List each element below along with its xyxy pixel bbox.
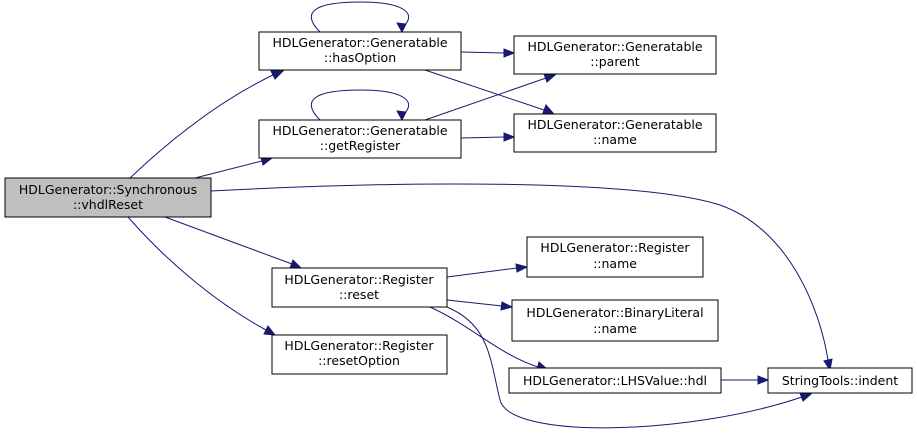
node-register-resetoption[interactable]: HDLGenerator::Register ::resetOption bbox=[271, 334, 448, 375]
node-label-line2: ::name bbox=[593, 132, 637, 147]
node-generatable-name[interactable]: HDLGenerator::Generatable ::name bbox=[513, 113, 717, 153]
node-register-reset[interactable]: HDLGenerator::Register ::reset bbox=[271, 267, 448, 308]
node-generatable-getregister[interactable]: HDLGenerator::Generatable ::getRegister bbox=[258, 119, 462, 159]
node-label-line1: HDLGenerator::Register bbox=[284, 338, 434, 353]
node-label-line1: HDLGenerator::Generatable bbox=[527, 117, 702, 132]
edge-hdl-indent bbox=[721, 375, 770, 385]
node-label-line1: HDLGenerator::BinaryLiteral bbox=[526, 305, 703, 320]
edge-hasOption-name bbox=[424, 69, 555, 114]
edge-vhdlReset-getRegister bbox=[194, 156, 274, 179]
edge-vhdlReset-resetOption bbox=[127, 216, 277, 336]
node-generatable-parent[interactable]: HDLGenerator::Generatable ::parent bbox=[513, 35, 717, 75]
node-label-line1: HDLGenerator::Register bbox=[284, 272, 434, 287]
node-label-line1: HDLGenerator::Register bbox=[540, 240, 690, 255]
edge-vhdlReset-indent bbox=[210, 183, 833, 372]
edge-hasOption-self bbox=[310, 1, 409, 34]
edge-hasOption-parent bbox=[460, 48, 516, 58]
edge-reset-regname bbox=[446, 263, 529, 278]
node-label-line1: HDLGenerator::Generatable bbox=[272, 35, 447, 50]
node-generatable-hasoption[interactable]: HDLGenerator::Generatable ::hasOption bbox=[258, 31, 462, 71]
node-label-line2: ::name bbox=[593, 321, 637, 336]
node-label-line2: ::resetOption bbox=[318, 353, 400, 368]
node-label-line2: ::name bbox=[593, 256, 637, 271]
edge-vhdlReset-reset bbox=[164, 216, 303, 269]
node-register-name[interactable]: HDLGenerator::Register ::name bbox=[526, 236, 704, 278]
edge-getRegister-self bbox=[310, 89, 409, 122]
node-label-line2: ::getRegister bbox=[320, 138, 401, 153]
node-label: HDLGenerator::LHSValue::hdl bbox=[523, 373, 707, 388]
edge-getRegister-parent bbox=[424, 73, 557, 121]
node-lhsvalue-hdl[interactable]: HDLGenerator::LHSValue::hdl bbox=[508, 367, 722, 394]
edge-getRegister-name bbox=[460, 132, 516, 142]
node-label-line2: ::vhdlReset bbox=[73, 197, 143, 212]
node-stringtools-indent[interactable]: StringTools::indent bbox=[767, 367, 913, 394]
node-label-line1: HDLGenerator::Synchronous bbox=[19, 182, 197, 197]
node-label-line1: HDLGenerator::Generatable bbox=[527, 39, 702, 54]
node-label-line1: HDLGenerator::Generatable bbox=[272, 123, 447, 138]
node-synchronous-vhdlreset[interactable]: HDLGenerator::Synchronous ::vhdlReset bbox=[4, 177, 212, 218]
node-binaryliteral-name[interactable]: HDLGenerator::BinaryLiteral ::name bbox=[511, 299, 719, 342]
node-label: StringTools::indent bbox=[782, 373, 898, 388]
node-label-line2: ::hasOption bbox=[324, 50, 396, 65]
node-label-line2: ::reset bbox=[339, 287, 379, 302]
node-label-line2: ::parent bbox=[590, 54, 639, 69]
edge-reset-binname bbox=[446, 299, 514, 311]
